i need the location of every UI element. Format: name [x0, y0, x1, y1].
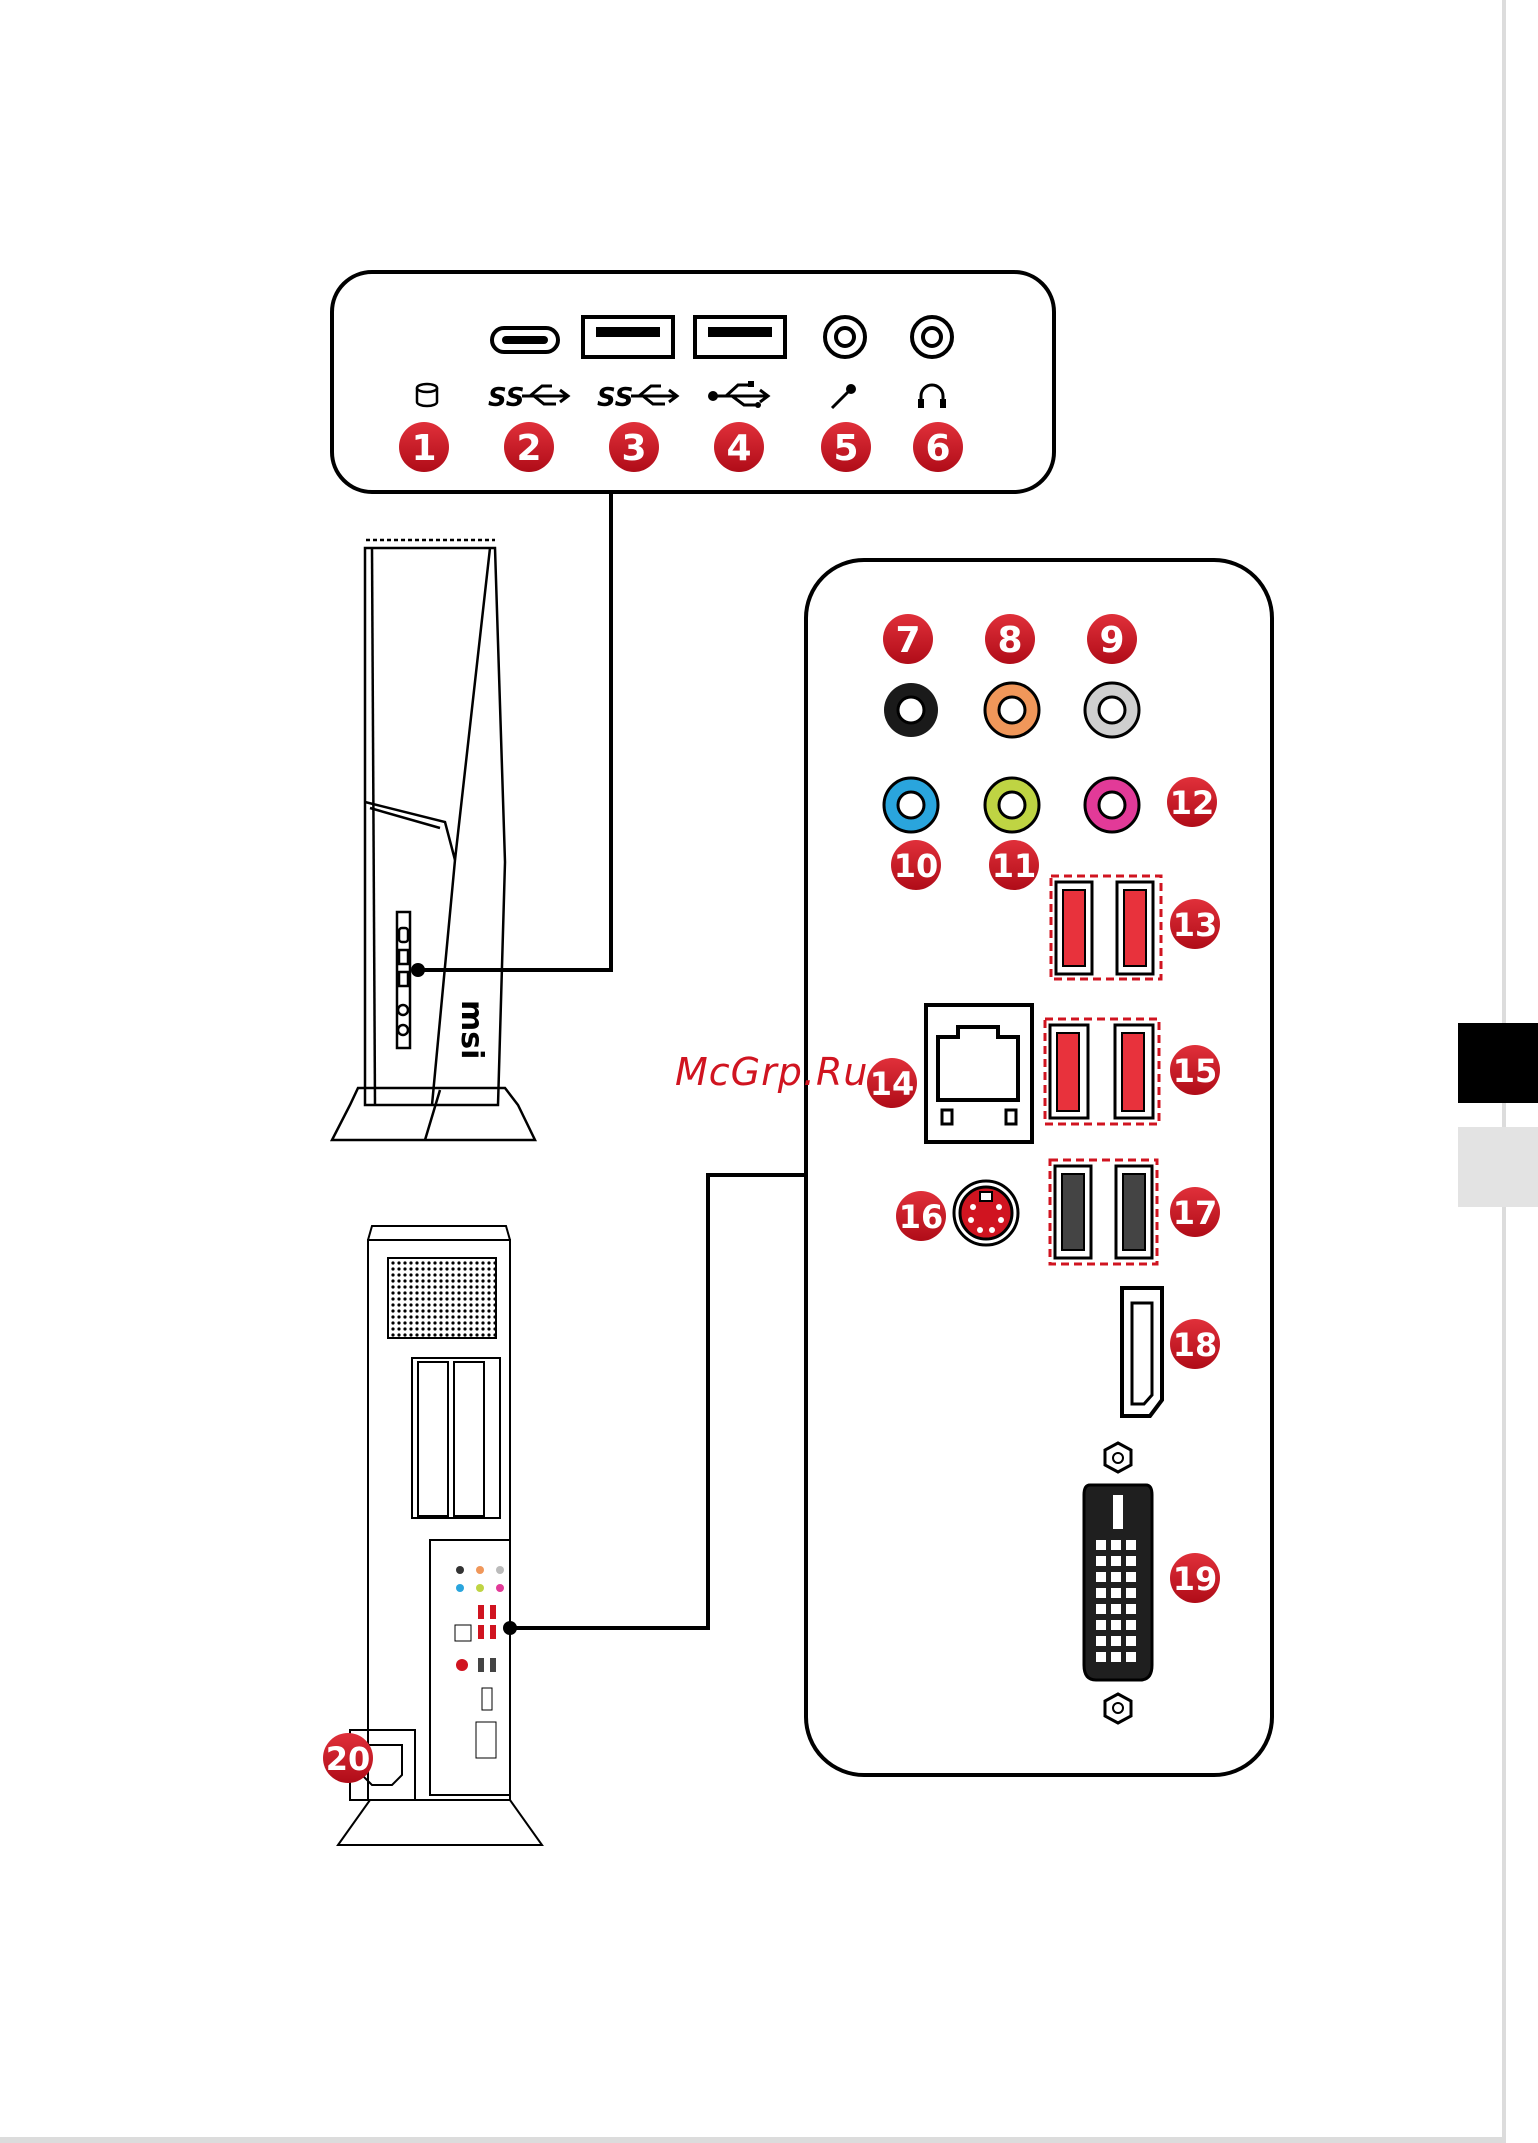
badge-number: 13 — [1173, 906, 1218, 944]
dvi-pin — [1126, 1620, 1136, 1630]
badge-number: 4 — [726, 428, 751, 469]
badge-number: 8 — [997, 620, 1022, 661]
dvi-pin — [1126, 1540, 1136, 1550]
displayport-18 — [1122, 1288, 1162, 1416]
badge-4: 4 — [714, 422, 764, 472]
badge-19: 19 — [1170, 1553, 1220, 1603]
badge-2: 2 — [504, 422, 554, 472]
badge-12: 12 — [1167, 777, 1217, 827]
dvi-pin — [1126, 1604, 1136, 1614]
rear-io-miniature — [455, 1566, 504, 1758]
badge-number: 14 — [870, 1065, 915, 1103]
badge-number: 18 — [1173, 1326, 1218, 1364]
dvi-pin — [1126, 1572, 1136, 1582]
badge-20: 20 — [323, 1733, 373, 1783]
dvi-pin — [1111, 1556, 1121, 1566]
dvi-pin — [1126, 1636, 1136, 1646]
audio-jack-7 — [884, 683, 938, 737]
badge-10: 10 — [891, 840, 941, 890]
badge-number: 19 — [1173, 1560, 1218, 1598]
badge-3: 3 — [609, 422, 659, 472]
dvi-pin — [1126, 1652, 1136, 1662]
badge-5: 5 — [821, 422, 871, 472]
dvi-pin — [1096, 1604, 1106, 1614]
badge-7: 7 — [883, 614, 933, 664]
dvi-pin — [1111, 1604, 1121, 1614]
dvi-pin — [1096, 1652, 1106, 1662]
badge-8: 8 — [985, 614, 1035, 664]
badge-18: 18 — [1170, 1319, 1220, 1369]
dvi-pin — [1111, 1540, 1121, 1550]
dvi-pin — [1111, 1636, 1121, 1646]
dvi-pin — [1111, 1620, 1121, 1630]
badge-number: 20 — [326, 1740, 371, 1778]
badge-9: 9 — [1087, 614, 1137, 664]
audio-jack-10 — [884, 778, 938, 832]
badge-17: 17 — [1170, 1187, 1220, 1237]
badge-number: 7 — [895, 620, 920, 661]
front-leader-line — [418, 492, 611, 970]
badge-number: 3 — [621, 428, 646, 469]
audio-jack-8 — [985, 683, 1039, 737]
svg-text:SS: SS — [488, 383, 525, 413]
svg-text:SS: SS — [597, 383, 634, 413]
badge-number: 2 — [516, 428, 541, 469]
dvi-pin — [1096, 1540, 1106, 1550]
msi-logo: msi — [454, 1000, 489, 1059]
badge-number: 11 — [992, 847, 1037, 885]
badge-number: 9 — [1099, 620, 1124, 661]
dvi-pin — [1111, 1652, 1121, 1662]
dvi-pin — [1111, 1572, 1121, 1582]
dvi-pin — [1096, 1572, 1106, 1582]
badge-number: 12 — [1170, 784, 1215, 822]
badge-number: 1 — [411, 428, 436, 469]
pc-side-view — [332, 540, 535, 1140]
badge-16: 16 — [896, 1191, 946, 1241]
badge-11: 11 — [989, 840, 1039, 890]
badge-number: 16 — [899, 1198, 944, 1236]
audio-jack-12 — [1085, 778, 1139, 832]
dvi-pin — [1111, 1588, 1121, 1598]
audio-jack-9 — [1085, 683, 1139, 737]
dvi-pin — [1096, 1636, 1106, 1646]
badge-15: 15 — [1170, 1045, 1220, 1095]
badge-1: 1 — [399, 422, 449, 472]
badge-number: 17 — [1173, 1194, 1218, 1232]
dvi-pin — [1096, 1620, 1106, 1630]
dvi-pin — [1096, 1556, 1106, 1566]
badge-14: 14 — [867, 1058, 917, 1108]
rear-leader-line — [510, 1175, 806, 1628]
watermark-text: McGrp.Ru — [675, 1050, 868, 1094]
badge-number: 6 — [925, 428, 950, 469]
badge-number: 10 — [894, 847, 939, 885]
dvi-pin — [1126, 1588, 1136, 1598]
badge-number: 15 — [1173, 1052, 1218, 1090]
audio-jack-11 — [985, 778, 1039, 832]
lan-port-14 — [926, 1005, 1032, 1142]
badge-number: 5 — [833, 428, 858, 469]
dvi-pin — [1126, 1556, 1136, 1566]
badge-6: 6 — [913, 422, 963, 472]
ps2-port-16 — [954, 1181, 1018, 1245]
dvi-pin — [1096, 1588, 1106, 1598]
badge-13: 13 — [1170, 899, 1220, 949]
